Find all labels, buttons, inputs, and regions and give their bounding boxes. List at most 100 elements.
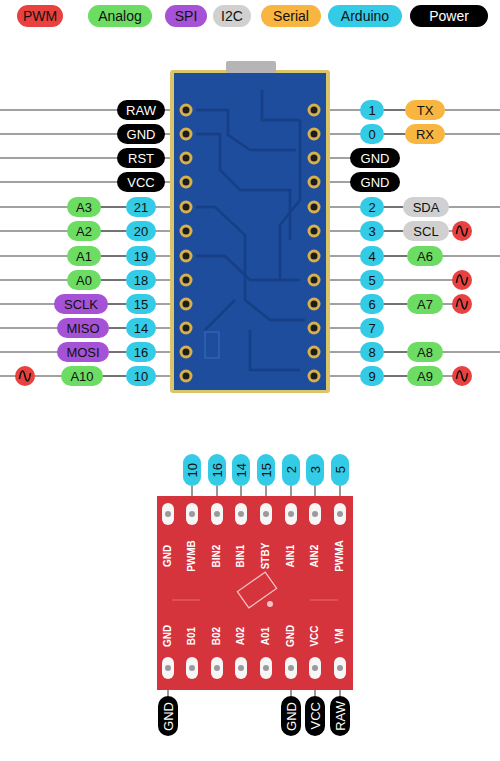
pin-name: 8 xyxy=(368,346,375,359)
pin-name: VCC xyxy=(309,702,322,729)
pin-label: A2 xyxy=(67,221,101,241)
pin-label: 4 xyxy=(360,246,384,266)
leader-lines-left xyxy=(0,110,182,376)
pin-label: 10 xyxy=(126,366,156,386)
pin-name: 15 xyxy=(134,298,148,311)
legend-text: SPI xyxy=(175,9,198,23)
silkscreen-label: GND xyxy=(286,625,296,647)
pin-name: 16 xyxy=(211,463,224,477)
pin-label: TX xyxy=(405,100,445,120)
silkscreen-label: A01 xyxy=(261,627,271,645)
pin-name: A1 xyxy=(76,250,92,263)
pin-name: 5 xyxy=(334,466,347,473)
leader-line xyxy=(101,256,126,257)
pin-name: A0 xyxy=(76,274,92,287)
pin-name: SCL xyxy=(413,225,438,238)
silkscreen-label: A02 xyxy=(236,627,246,645)
pin-name: A9 xyxy=(417,370,433,383)
pin-name: RST xyxy=(128,152,154,165)
pin-name: A3 xyxy=(76,201,92,214)
pin-label: 1 xyxy=(360,100,384,120)
pin-name: 9 xyxy=(368,370,375,383)
leader-line xyxy=(101,231,126,232)
legend-text: I2C xyxy=(221,9,243,23)
leader-line xyxy=(384,256,407,257)
pin-label: GND xyxy=(158,696,178,736)
pin-label: 10 xyxy=(183,454,201,486)
leader-line xyxy=(384,231,403,232)
pin-label: GND xyxy=(350,148,400,168)
pin-label: 5 xyxy=(331,454,349,486)
pin-name: GND xyxy=(285,702,298,731)
legend-text: PWM xyxy=(23,9,57,23)
pin-label: A10 xyxy=(61,366,103,386)
pin-label: MISO xyxy=(57,318,109,338)
pin-name: GND xyxy=(361,152,390,165)
pin-label: GND xyxy=(117,124,165,144)
via xyxy=(267,601,273,607)
pin-label: 8 xyxy=(360,342,384,362)
pin-label: RX xyxy=(405,124,445,144)
silkscreen-label: AIN1 xyxy=(286,545,296,568)
pin-label: 16 xyxy=(208,454,226,486)
pin-name: A10 xyxy=(70,370,93,383)
pin-label: 2 xyxy=(282,454,300,486)
pin-label: 2 xyxy=(360,197,384,217)
pin-holes-left xyxy=(180,104,193,383)
pin-name: 2 xyxy=(285,466,298,473)
silkscreen-mark xyxy=(205,332,219,358)
pin-label: 9 xyxy=(360,366,384,386)
silkscreen-label: B01 xyxy=(187,627,197,645)
pin-name: 20 xyxy=(134,225,148,238)
pin-label: 16 xyxy=(126,342,156,362)
leader-line xyxy=(103,376,126,377)
leader-line xyxy=(384,352,407,353)
pin-name: 4 xyxy=(368,250,375,263)
pin-label: 6 xyxy=(360,294,384,314)
leader-line xyxy=(384,376,407,377)
silkscreen-label: BIN1 xyxy=(236,545,246,568)
motor-driver-pcb xyxy=(157,496,353,690)
silkscreen-label: PWMA xyxy=(335,540,345,572)
pin-name: 1 xyxy=(368,104,375,117)
pin-label: A3 xyxy=(67,197,101,217)
silkscreen-label: AIN2 xyxy=(310,545,320,568)
legend-swatch: PWM xyxy=(17,5,63,27)
silkscreen-label: GND xyxy=(163,625,173,647)
leader-line xyxy=(384,304,407,305)
leader-line xyxy=(109,352,126,353)
legend-text: Serial xyxy=(273,9,309,23)
leader-lines-right xyxy=(318,110,500,376)
leader-line xyxy=(109,328,126,329)
pin-name: A6 xyxy=(417,250,433,263)
pin-name: 10 xyxy=(134,370,148,383)
pin-name: SCLK xyxy=(64,298,98,311)
pin-label: 21 xyxy=(126,197,156,217)
pin-label: 14 xyxy=(126,318,156,338)
pin-label: A7 xyxy=(407,294,443,314)
silkscreen-label: VCC xyxy=(310,625,320,646)
pin-name: 16 xyxy=(134,346,148,359)
pin-label: RAW xyxy=(330,696,350,736)
pin-label: 15 xyxy=(126,294,156,314)
pin-name: GND xyxy=(127,128,156,141)
pin-label: SDA xyxy=(403,197,449,217)
pin-name: 14 xyxy=(235,463,248,477)
silkscreen-label: VM xyxy=(335,629,345,644)
leader-line xyxy=(101,280,126,281)
pin-name: GND xyxy=(162,702,175,731)
leader-line xyxy=(384,110,405,111)
pwm-symbols xyxy=(15,221,472,386)
pin-label: 7 xyxy=(360,318,384,338)
silkscreen-label: GND xyxy=(163,545,173,567)
pin-label: MOSI xyxy=(57,342,109,362)
pin-label: SCL xyxy=(403,221,449,241)
pin-name: A7 xyxy=(417,298,433,311)
pin-name: 21 xyxy=(134,201,148,214)
legend-text: Analog xyxy=(98,9,142,23)
pin-name: GND xyxy=(361,176,390,189)
legend-swatch: Analog xyxy=(88,5,152,27)
pin-label: A6 xyxy=(407,246,443,266)
pin-name: 10 xyxy=(186,463,199,477)
